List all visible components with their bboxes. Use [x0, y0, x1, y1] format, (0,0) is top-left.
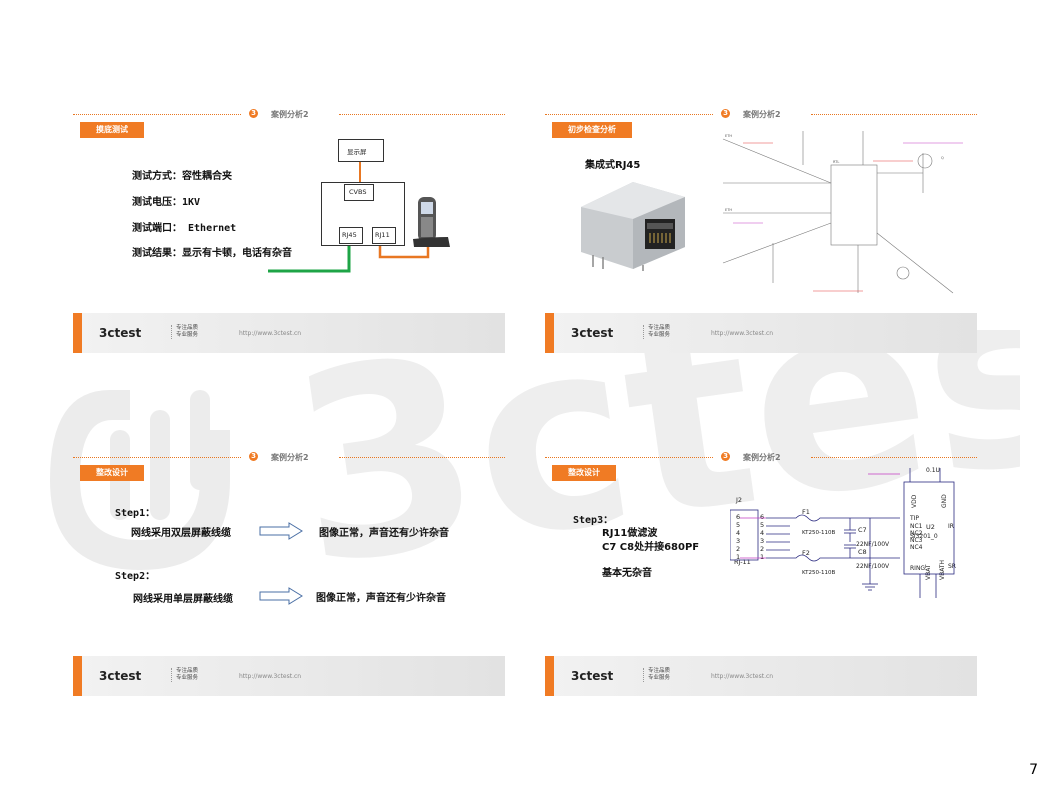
- svg-text:C8: C8: [858, 548, 867, 556]
- step2-action: 网线采用单层屏蔽线缆: [133, 594, 233, 605]
- svg-text:RTL: RTL: [833, 160, 839, 164]
- svg-text:3ctest: 3ctest: [276, 330, 1020, 570]
- test-line-1: 测试方式：容性耦合夹: [132, 171, 232, 182]
- step1-label: Step1：: [115, 508, 156, 519]
- svg-text:1: 1: [760, 553, 764, 561]
- svg-text:F1: F1: [802, 508, 810, 516]
- rj45-connector-image: [581, 182, 685, 271]
- display-box: 显示屏: [338, 139, 384, 162]
- svg-text:F2: F2: [802, 549, 810, 557]
- svg-text:NC3: NC3: [910, 537, 923, 544]
- svg-text:4: 4: [736, 529, 740, 537]
- slide-footer: 3ctest 专注品质专业服务 http://www.3ctest.cn: [73, 313, 505, 353]
- svg-text:RING: RING: [910, 565, 925, 572]
- test-setup-diagram: [268, 157, 450, 273]
- watermark-3ctest: 3ctest: [50, 330, 1020, 570]
- svg-text:VBAT: VBAT: [925, 564, 932, 580]
- section-number: 3: [249, 109, 258, 118]
- svg-text:KT250-110B: KT250-110B: [802, 570, 836, 576]
- svg-text:TIP: TIP: [909, 515, 919, 522]
- svg-text:NC4: NC4: [910, 544, 923, 551]
- section-title: 案例分析2: [271, 110, 309, 119]
- svg-text:NC2: NC2: [910, 530, 923, 537]
- slide-fix-design-1: 3 案例分析2 整改设计 Step1： 网线采用双层屏蔽线缆 图像正常，声音还有…: [73, 452, 505, 696]
- svg-text:IR: IR: [948, 523, 954, 530]
- svg-text:NC1: NC1: [910, 523, 923, 530]
- step3-line-2: C7 C8处并接680PF: [602, 542, 700, 553]
- svg-text:3: 3: [760, 537, 764, 545]
- svg-text:RJ-11: RJ-11: [734, 558, 751, 566]
- step2-result: 图像正常，声音还有少许杂音: [316, 593, 446, 604]
- schematic-image: ETH ETH RTL Q: [713, 123, 977, 301]
- svg-text:22NF/100V: 22NF/100V: [856, 563, 890, 570]
- svg-text:GND: GND: [941, 494, 948, 508]
- step3-line-1: RJ11做滤波: [602, 528, 658, 539]
- test-line-4: 测试结果：显示有卡顿，电话有杂音: [132, 248, 292, 259]
- arrow-right-icon: [259, 522, 303, 540]
- slide-tag: 摸底测试: [80, 122, 144, 138]
- svg-text:SI3201_0: SI3201_0: [910, 533, 938, 540]
- svg-text:4: 4: [760, 529, 764, 537]
- svg-text:5: 5: [736, 521, 740, 529]
- svg-text:1: 1: [736, 553, 740, 561]
- step2-label: Step2：: [115, 571, 156, 582]
- svg-text:6: 6: [736, 513, 740, 521]
- test-line-3: 测试端口： Ethernet: [132, 223, 237, 234]
- svg-text:5: 5: [760, 521, 764, 529]
- svg-text:0.1U: 0.1U: [926, 467, 940, 474]
- step3-line-3: 基本无杂音: [602, 568, 652, 579]
- brand-logo: 3ctest: [99, 326, 142, 340]
- slide-tag: 整改设计: [80, 465, 144, 481]
- svg-text:Q: Q: [941, 156, 944, 160]
- svg-text:2: 2: [736, 545, 740, 553]
- footer-url[interactable]: http://www.3ctest.cn: [239, 330, 302, 337]
- svg-text:2: 2: [760, 545, 764, 553]
- svg-text:VBATH: VBATH: [939, 560, 946, 580]
- svg-text:ETH: ETH: [725, 134, 732, 138]
- svg-text:6: 6: [760, 513, 764, 521]
- test-line-2: 测试电压：1KV: [132, 197, 201, 208]
- svg-text:KT250-110B: KT250-110B: [802, 530, 836, 536]
- svg-text:ETH: ETH: [725, 208, 732, 212]
- page-number: 7: [1029, 762, 1038, 778]
- slide-fix-design-2: 3 案例分析2 整改设计 Step3： RJ11做滤波 C7 C8处并接680P…: [545, 452, 977, 696]
- svg-text:J2: J2: [735, 496, 742, 504]
- svg-text:SR: SR: [948, 563, 956, 570]
- slide-footer: 3ctest 专注品质专业服务 http://www.3ctest.cn: [545, 656, 977, 696]
- svg-text:22NF/100V: 22NF/100V: [856, 541, 890, 548]
- slide-tag: 初步检查分析: [552, 122, 632, 138]
- step1-action: 网线采用双层屏蔽线缆: [131, 528, 231, 539]
- device-box: CVBS RJ45 RJ11: [321, 182, 405, 246]
- slide-tag: 整改设计: [552, 465, 616, 481]
- step1-result: 图像正常，声音还有少许杂音: [319, 528, 449, 539]
- arrow-right-icon: [259, 587, 303, 605]
- step3-label: Step3：: [573, 515, 614, 526]
- svg-text:C7: C7: [858, 526, 867, 534]
- slide-footer: 3ctest 专注品质专业服务 http://www.3ctest.cn: [73, 656, 505, 696]
- svg-text:3: 3: [736, 537, 740, 545]
- slide-footer: 3ctest 专注品质专业服务 http://www.3ctest.cn: [545, 313, 977, 353]
- svg-text:U2: U2: [926, 523, 935, 531]
- rj45-caption: 集成式RJ45: [585, 160, 641, 171]
- svg-text:VDD: VDD: [911, 494, 918, 508]
- slide-test-setup: 3 案例分析2 摸底测试 测试方式：容性耦合夹 测试电压：1KV 测试端口： E…: [73, 109, 505, 353]
